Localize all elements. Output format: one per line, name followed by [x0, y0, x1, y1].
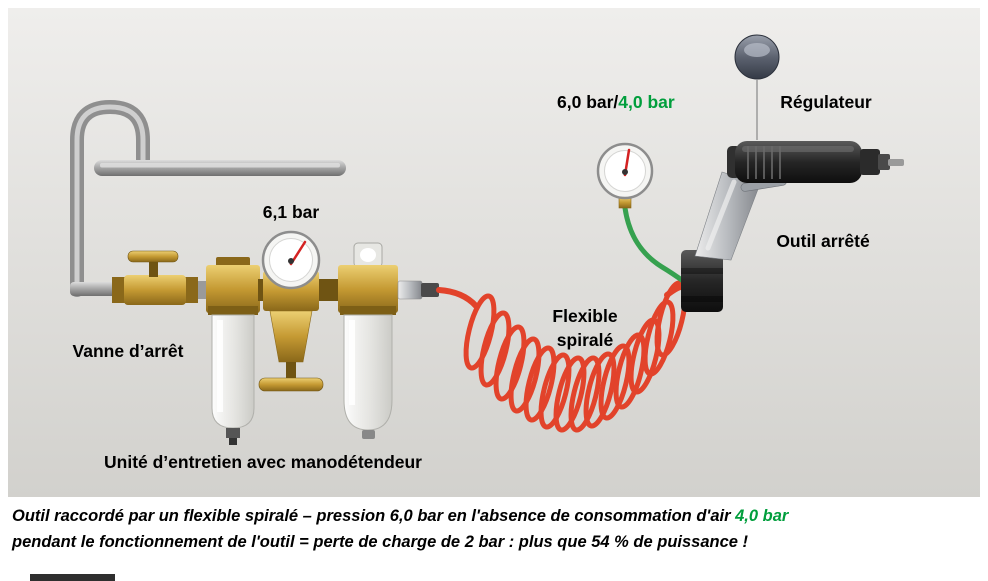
cropped-bottom-bar [30, 574, 115, 581]
regulator-knob-highlight [744, 43, 770, 57]
supply-pipe [70, 99, 346, 297]
regulator-joint-left [258, 279, 266, 301]
hose-coil [654, 280, 688, 358]
lubricator-collar [340, 306, 396, 315]
coupling-ring [681, 268, 723, 274]
hose-coil [583, 351, 617, 429]
valve-outlet-nut [184, 277, 198, 303]
hose-coil [598, 343, 632, 421]
label-tool-pressure-black: 6,0 bar/ [557, 92, 618, 112]
pipe-horizontal-highlight [100, 163, 340, 168]
outlet-fitting [397, 280, 423, 300]
unit-gauge-hub [288, 258, 294, 264]
lubricator-sight-glass [360, 248, 376, 262]
tool-bit [888, 159, 904, 166]
tool-gauge [596, 142, 689, 286]
hose-coil [568, 355, 602, 433]
filter-drain [226, 428, 240, 438]
maintenance-unit [206, 230, 439, 445]
label-tool-pressure-green: 4,0 bar [618, 92, 675, 112]
valve-handle [127, 250, 179, 263]
hose-coil [493, 324, 527, 402]
hose-coil [478, 310, 512, 388]
label-spiral-hose-2: spiralé [557, 330, 614, 350]
caption-line1: Outil raccordé par un flexible spiralé –… [12, 507, 736, 525]
label-spiral-hose-1: Flexible [552, 306, 617, 326]
hose-coil [642, 299, 676, 377]
coupling-ring [681, 296, 723, 302]
regulator-bell [269, 310, 313, 363]
pipe-loop-highlight [74, 104, 146, 293]
hose-coil [553, 355, 587, 433]
filter-bowl-highlight [217, 320, 223, 412]
gauge-hose-green [622, 205, 689, 286]
regulator-thandle [258, 377, 324, 392]
valve-body [124, 275, 186, 305]
lubricator-head [338, 265, 398, 313]
unit-gauge [261, 230, 321, 290]
label-tool-pressure: 6,0 bar/4,0 bar [557, 92, 675, 112]
lubricator-bowl-highlight [349, 320, 355, 405]
hose-coil [508, 336, 542, 414]
hose-coil [538, 352, 572, 430]
valve-inlet-nut [112, 277, 126, 303]
tool-body-ribs [747, 146, 781, 179]
hose-coil [523, 345, 557, 423]
air-tool [681, 34, 904, 312]
valve-frl-connector [198, 281, 208, 299]
caption-line1-highlight: 4,0 bar [735, 507, 789, 525]
tool-coupling-block [681, 250, 723, 312]
tool-body-sheen [742, 146, 854, 152]
valve-stem [149, 261, 158, 277]
pneumatic-diagram: 6,0 bar/4,0 bar Régulateur Outil arrêté … [8, 8, 980, 497]
label-tool-stopped: Outil arrêté [776, 231, 870, 251]
hose-coil [463, 293, 497, 371]
label-regulator: Régulateur [780, 92, 872, 112]
label-shutoff-valve: Vanne d’arrêt [73, 341, 184, 361]
filter-collar [208, 306, 258, 315]
spiral-hose [436, 280, 691, 433]
shutoff-valve [112, 250, 208, 305]
tool-chuck [860, 149, 880, 175]
regulator-joint-right [316, 279, 326, 301]
label-maintenance-unit: Unité d’entretien avec manodétendeur [104, 452, 422, 472]
tool-gauge-hub [622, 169, 628, 175]
hose-lead-in [436, 287, 479, 309]
pipe-horizontal [94, 160, 346, 176]
regulator-tstem [286, 362, 296, 380]
caption: Outil raccordé par un flexible spiralé –… [12, 504, 980, 555]
filter-top-cap [216, 257, 250, 267]
lubricator-joint [326, 279, 338, 301]
tool-grip-highlight [705, 179, 737, 251]
tool-chuck-collar [878, 154, 890, 170]
filter-drain-knob [229, 438, 237, 445]
outlet-coupling [421, 283, 439, 297]
lubricator-nub [362, 430, 375, 439]
caption-line2: pendant le fonctionnement de l'outil = p… [12, 532, 749, 551]
label-unit-pressure: 6,1 bar [263, 202, 320, 222]
filter-head [206, 265, 260, 313]
